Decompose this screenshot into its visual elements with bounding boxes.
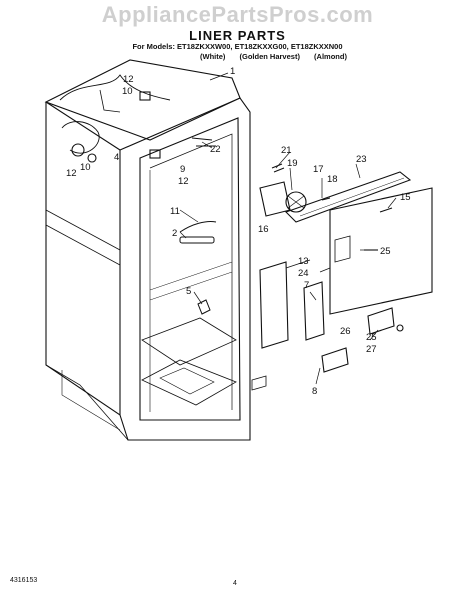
liner-front-frame	[119, 97, 251, 441]
callout-23: 23	[356, 154, 367, 165]
callout-9: 9	[180, 164, 185, 175]
page-number: 4	[233, 580, 237, 587]
liner-opening	[139, 117, 241, 421]
part-7-insulation	[303, 281, 325, 341]
callout-24: 24	[298, 268, 309, 279]
part-22-screws	[191, 137, 216, 147]
part-17-fan-blade	[285, 191, 307, 213]
callout-18: 18	[327, 174, 338, 185]
callout-12: 12	[123, 74, 134, 85]
liner-body	[44, 59, 251, 441]
callout-10b: 10	[80, 162, 91, 173]
finish-list: (White) (Golden Harvest) (Almond)	[200, 52, 440, 61]
callout-26: 26	[340, 326, 351, 337]
callout-25: 25	[380, 246, 391, 257]
finish-white: (White)	[200, 52, 226, 61]
part-23-duct	[284, 171, 412, 223]
callout-2: 2	[172, 228, 177, 239]
part-18-screw	[321, 197, 331, 201]
callout-5: 5	[186, 286, 191, 297]
callout-10: 10	[122, 86, 133, 97]
callout-15: 15	[400, 192, 411, 203]
evaporator-cover-assembly	[251, 163, 433, 391]
part-11-tube	[179, 221, 217, 233]
finish-almond: (Almond)	[314, 52, 347, 61]
callout-12c: 12	[178, 176, 189, 187]
part-27-screw	[396, 324, 404, 332]
watermark: AppliancePartsPros.com	[101, 2, 374, 27]
callouts: 1 12 10 4 12 10 22 9 12 11 2 5 21 19 17 …	[66, 66, 411, 397]
part-24-cover	[329, 187, 433, 315]
part-8-cover	[321, 347, 349, 373]
interior-parts	[179, 137, 217, 315]
callout-19: 19	[287, 158, 298, 169]
part-5-clip	[197, 299, 211, 315]
part-26-bracket	[367, 307, 395, 335]
callout-17: 17	[313, 164, 324, 175]
callout-8: 8	[312, 386, 317, 397]
leader-lines	[179, 72, 397, 385]
callout-7: 7	[304, 280, 309, 291]
part-2-bar	[179, 236, 215, 244]
part-16-bracket	[259, 181, 291, 217]
callout-4: 4	[114, 152, 119, 163]
callout-12b: 12	[66, 168, 77, 179]
callout-21: 21	[281, 145, 292, 156]
callout-25b: 25	[366, 332, 377, 343]
finish-golden-harvest: (Golden Harvest)	[239, 52, 300, 61]
liner-top	[44, 59, 241, 141]
callout-13: 13	[298, 256, 309, 267]
diagram-title: LINER PARTS	[189, 28, 286, 43]
part-13-panel	[259, 261, 289, 349]
model-list: For Models: ET18ZKXXW00, ET18ZKXXG00, ET…	[132, 42, 343, 51]
callout-27: 27	[366, 344, 377, 355]
document-number: 4316153	[10, 577, 38, 584]
callout-11: 11	[170, 206, 180, 217]
callout-22: 22	[210, 144, 221, 155]
part-15-screw	[379, 207, 393, 213]
callout-1: 1	[230, 66, 235, 77]
callout-16: 16	[258, 224, 269, 235]
liner-left-side	[45, 102, 121, 417]
